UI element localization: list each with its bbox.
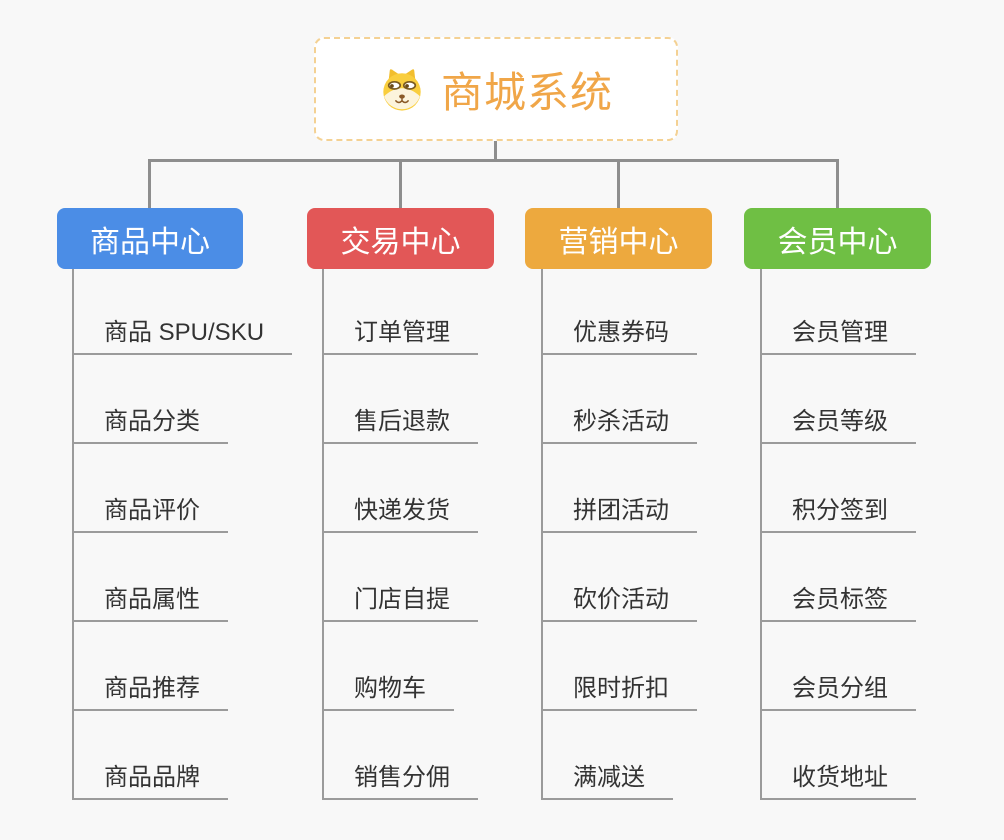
branch-item: 会员等级 xyxy=(762,355,916,444)
branch-item-label[interactable]: 销售分佣 xyxy=(324,757,478,800)
branch-item: 商品推荐 xyxy=(74,622,292,711)
connector-bus xyxy=(148,159,839,162)
branch-item-label[interactable]: 购物车 xyxy=(324,668,454,711)
branch-item-label[interactable]: 商品评价 xyxy=(74,490,228,533)
branch-item-label[interactable]: 会员标签 xyxy=(762,579,916,622)
root-node[interactable]: 商城系统 xyxy=(314,37,678,141)
branch-item-list: 会员管理会员等级积分签到会员标签会员分组收货地址 xyxy=(760,269,916,800)
branch-item-label[interactable]: 会员管理 xyxy=(762,312,916,355)
branch-item-label[interactable]: 商品 SPU/SKU xyxy=(74,312,293,355)
branch-item: 商品属性 xyxy=(74,533,292,622)
branch-item-list: 商品 SPU/SKU 商品分类商品评价商品属性商品推荐商品品牌 xyxy=(72,269,293,800)
branch-item: 限时折扣 xyxy=(543,622,697,711)
branch-label: 交易中心 xyxy=(340,225,461,259)
branch-item-label[interactable]: 售后退款 xyxy=(324,401,478,444)
branch-item: 会员分组 xyxy=(762,622,916,711)
connector-branch-drop xyxy=(617,159,620,208)
branch-item-label[interactable]: 积分签到 xyxy=(762,490,916,533)
branch-item: 订单管理 xyxy=(324,269,478,355)
branch-item-label[interactable]: 订单管理 xyxy=(324,312,478,355)
branch-box[interactable]: 会员中心 xyxy=(744,208,931,269)
branch-item-label[interactable]: 商品分类 xyxy=(74,401,228,444)
shiba-dog-icon xyxy=(379,66,425,112)
branch-label: 会员中心 xyxy=(777,225,898,259)
branch-box[interactable]: 商品中心 xyxy=(57,208,243,269)
connector-root-drop xyxy=(494,141,497,162)
branch-item-label[interactable]: 秒杀活动 xyxy=(543,401,697,444)
branch-item-label[interactable]: 会员等级 xyxy=(762,401,916,444)
branch-item: 秒杀活动 xyxy=(543,355,697,444)
branch-item: 收货地址 xyxy=(762,711,916,800)
branch-item-list: 优惠券码秒杀活动拼团活动砍价活动限时折扣满减送 xyxy=(541,269,697,800)
branch-item: 砍价活动 xyxy=(543,533,697,622)
connector-branch-drop xyxy=(148,159,151,208)
branch-item-label[interactable]: 门店自提 xyxy=(324,579,478,622)
branch-item: 快递发货 xyxy=(324,444,478,533)
branch-box[interactable]: 交易中心 xyxy=(307,208,494,269)
branch-item-label[interactable]: 会员分组 xyxy=(762,668,916,711)
branch-label: 营销中心 xyxy=(558,225,679,259)
branch-item: 商品品牌 xyxy=(74,711,292,800)
branch-item-label[interactable]: 商品推荐 xyxy=(74,668,228,711)
branch-item: 优惠券码 xyxy=(543,269,697,355)
branch-item: 满减送 xyxy=(543,711,697,800)
branch-item: 售后退款 xyxy=(324,355,478,444)
branch-item-label[interactable]: 商品属性 xyxy=(74,579,228,622)
branch-label: 商品中心 xyxy=(90,225,210,259)
branch-item: 商品 SPU/SKU xyxy=(74,269,293,355)
branch-item: 商品分类 xyxy=(74,355,292,444)
branch-item-list: 订单管理售后退款快递发货门店自提购物车销售分佣 xyxy=(322,269,478,800)
branch-box[interactable]: 营销中心 xyxy=(525,208,712,269)
branch-item: 商品评价 xyxy=(74,444,292,533)
connector-branch-drop xyxy=(836,159,839,208)
branch-item-label[interactable]: 满减送 xyxy=(543,757,673,800)
branch-item-label[interactable]: 砍价活动 xyxy=(543,579,697,622)
branch-item-label[interactable]: 收货地址 xyxy=(762,757,916,800)
branch-item: 门店自提 xyxy=(324,533,478,622)
branch-item: 销售分佣 xyxy=(324,711,478,800)
root-title: 商城系统 xyxy=(440,68,613,116)
branch-item-label[interactable]: 商品品牌 xyxy=(74,757,228,800)
branch-item-label[interactable]: 快递发货 xyxy=(324,490,478,533)
branch-item: 会员管理 xyxy=(762,269,916,355)
branch-item: 拼团活动 xyxy=(543,444,697,533)
branch-item: 购物车 xyxy=(324,622,478,711)
branch-item-label[interactable]: 限时折扣 xyxy=(543,668,697,711)
branch-item: 积分签到 xyxy=(762,444,916,533)
branch-item-label[interactable]: 优惠券码 xyxy=(543,312,697,355)
branch-item-label[interactable]: 拼团活动 xyxy=(543,490,697,533)
connector-branch-drop xyxy=(399,159,402,208)
branch-item: 会员标签 xyxy=(762,533,916,622)
